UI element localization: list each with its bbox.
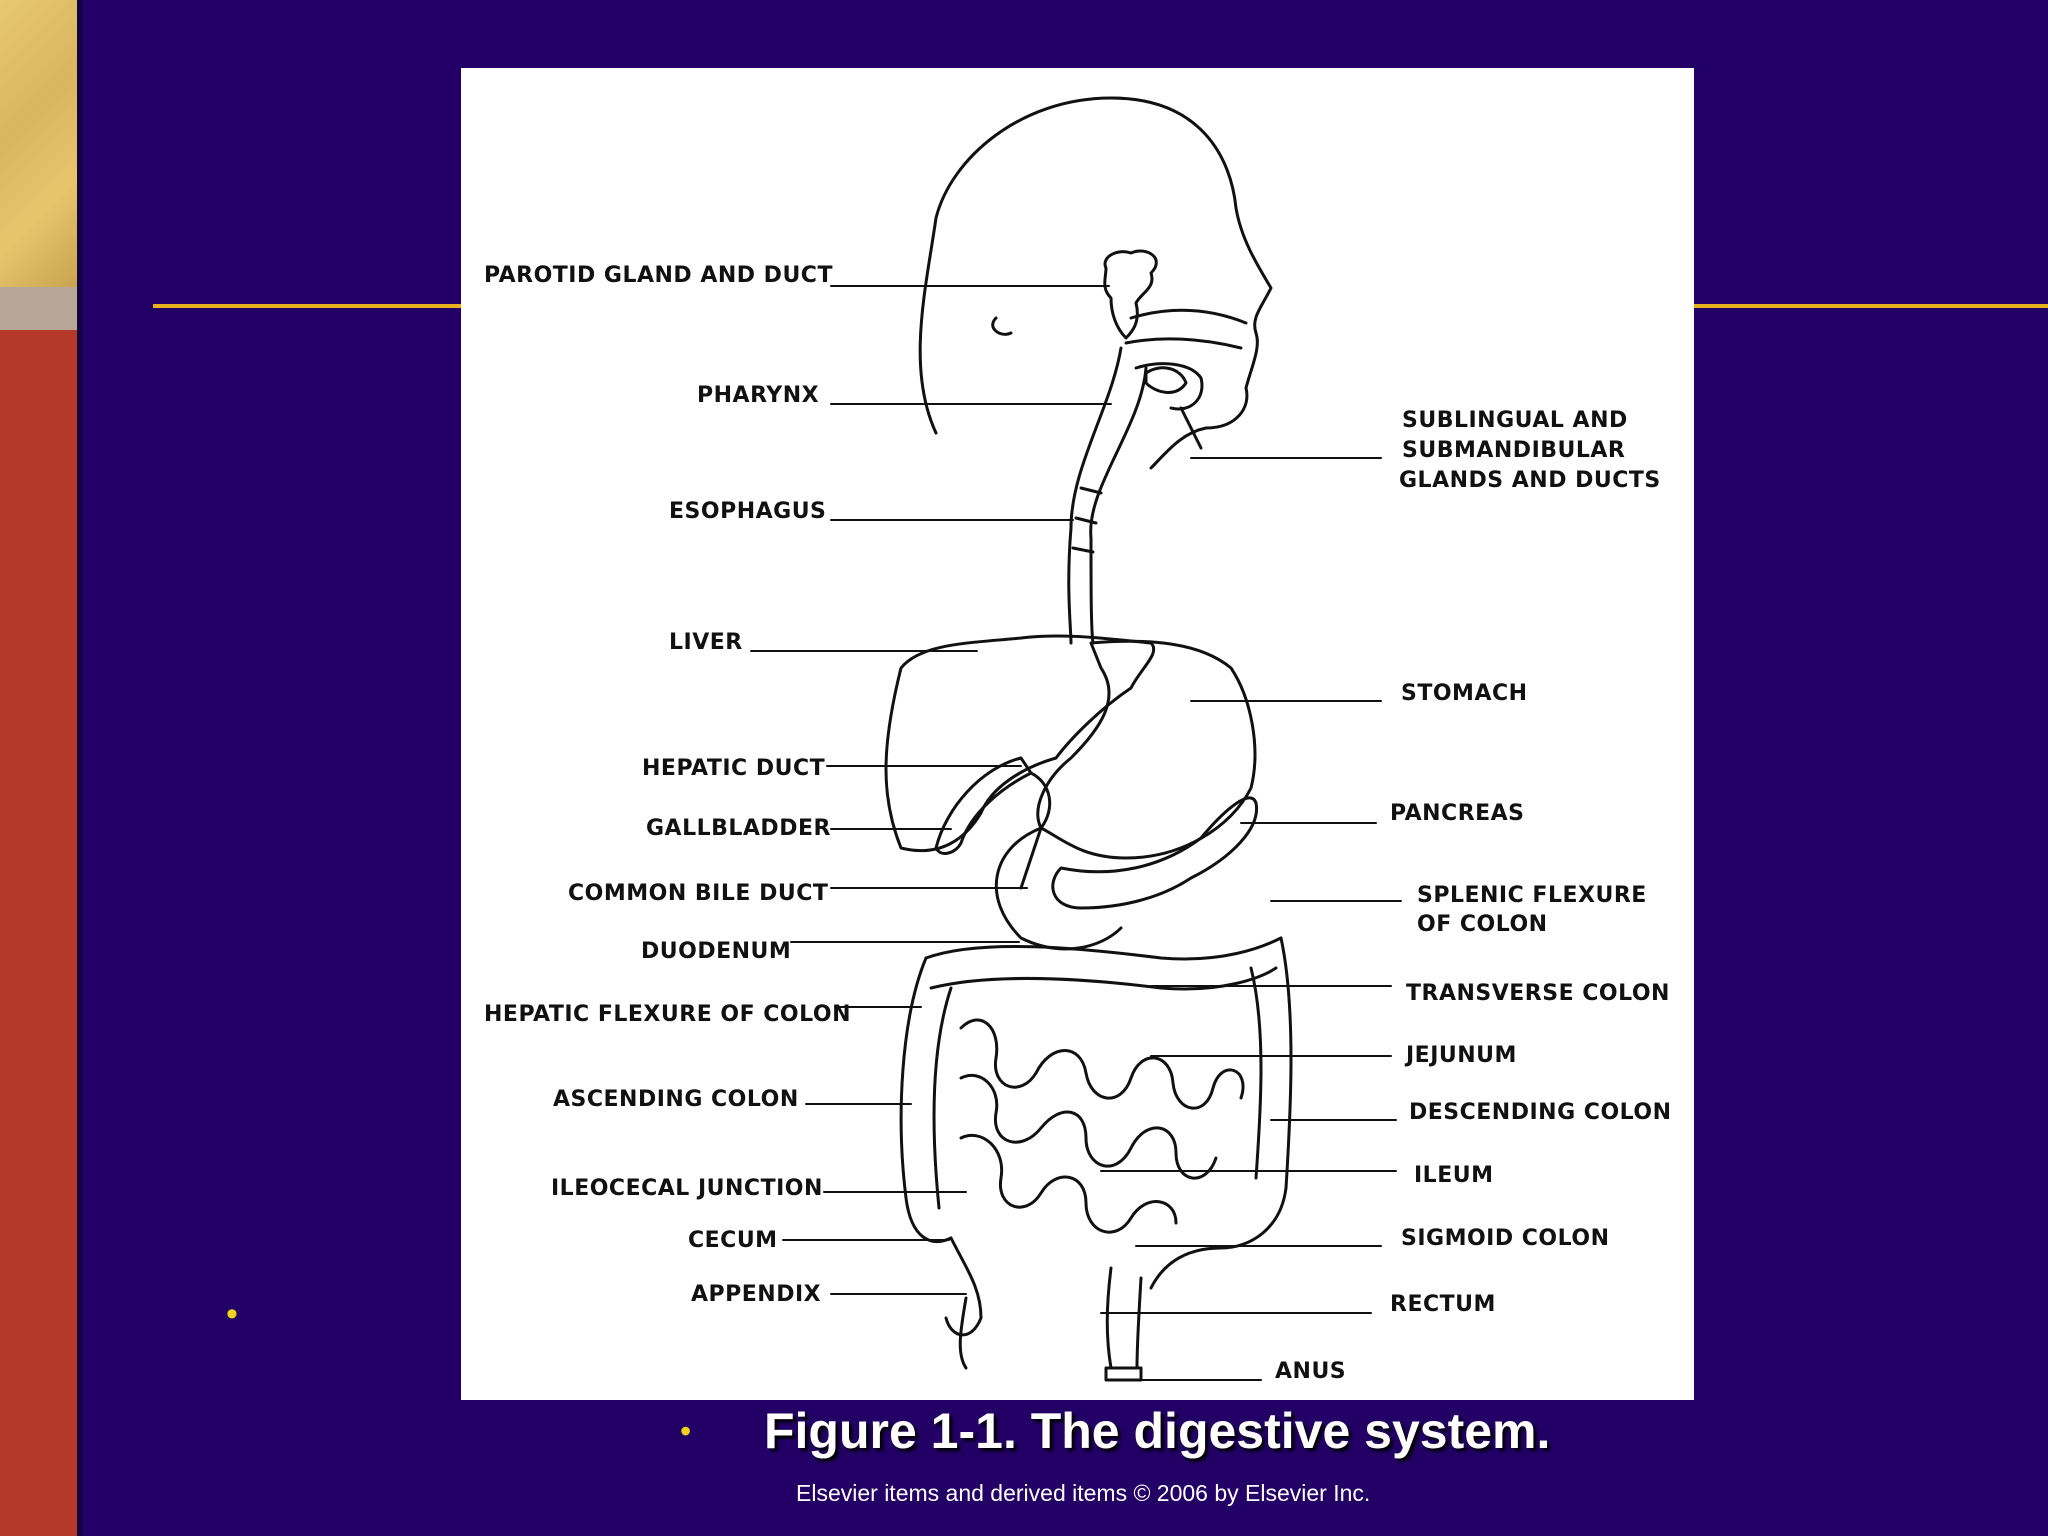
label-splenic-line2: OF COLON [1417,912,1548,937]
label-pancreas: PANCREAS [1390,801,1525,826]
anatomy-drawing [750,96,1402,1382]
label-ileum: ILEUM [1414,1163,1494,1188]
empty-bullet: • [226,1295,238,1333]
caption-row: • Figure 1-1. The digestive system. [680,1398,1550,1464]
gallbladder [934,756,1033,855]
label-pharynx: PHARYNX [697,383,820,408]
duodenum [994,826,1123,951]
anus [1104,1366,1143,1382]
transverse-colon [924,936,1283,991]
ear-outline [991,316,1013,336]
label-gallbladder: GALLBLADDER [646,816,831,841]
small-intestine [959,1018,1245,1234]
pancreas [1051,796,1259,910]
head-outline [918,96,1273,470]
label-anus: ANUS [1275,1359,1347,1384]
label-appendix: APPENDIX [691,1282,822,1307]
esophagus-bands [1071,486,1103,554]
label-esophagus: ESOPHAGUS [669,499,827,524]
label-hepatic-duct: HEPATIC DUCT [642,756,826,781]
appendix [958,1296,968,1370]
label-ascending-colon: ASCENDING COLON [553,1087,799,1112]
liver [884,634,1155,853]
label-rectum: RECTUM [1390,1292,1496,1317]
figure-caption: Figure 1-1. The digestive system. [764,1403,1551,1459]
decor-stripe-red [0,330,77,1536]
oral-cavity [1124,308,1248,411]
label-sublingual-line1: SUBLINGUAL AND [1402,408,1628,433]
label-parotid: PAROTID GLAND AND DUCT [484,263,833,288]
leader-lines [750,285,1402,1381]
label-splenic-line1: SPLENIC FLEXURE [1417,883,1647,908]
label-sublingual-line2: SUBMANDIBULAR [1402,438,1626,463]
label-sublingual-line3: GLANDS AND DUCTS [1399,468,1661,493]
sigmoid-colon [1149,1186,1288,1290]
parotid-gland [1103,249,1158,340]
digestive-system-figure: PAROTID GLAND AND DUCT PHARYNX ESOPHAGUS… [461,68,1694,1400]
submandibular-gland [1144,366,1203,450]
cecum [944,1236,983,1337]
label-transverse-colon: TRANSVERSE COLON [1406,981,1670,1006]
label-common-bile-duct: COMMON BILE DUCT [568,881,829,906]
decor-stripe-gray [0,287,77,330]
ascending-colon [899,956,953,1244]
descending-colon [1249,936,1293,1190]
label-hepatic-flexure: HEPATIC FLEXURE OF COLON [484,1002,851,1027]
label-ileocecal: ILEOCECAL JUNCTION [551,1176,823,1201]
label-descending-colon: DESCENDING COLON [1409,1100,1672,1125]
label-cecum: CECUM [688,1228,778,1253]
rectum [1105,1266,1143,1370]
label-jejunum: JEJUNUM [1406,1043,1517,1068]
label-stomach: STOMACH [1401,681,1528,706]
label-sigmoid-colon: SIGMOID COLON [1401,1226,1610,1251]
copyright-notice: Elsevier items and derived items © 2006 … [796,1480,1371,1506]
stomach [1036,639,1257,860]
decor-stripe-edge [77,0,82,1536]
decor-stripe-gold [0,0,77,287]
caption-bullet: • [680,1412,692,1449]
esophagus-tube [1067,346,1148,645]
label-duodenum: DUODENUM [641,939,792,964]
label-liver: LIVER [669,630,743,655]
